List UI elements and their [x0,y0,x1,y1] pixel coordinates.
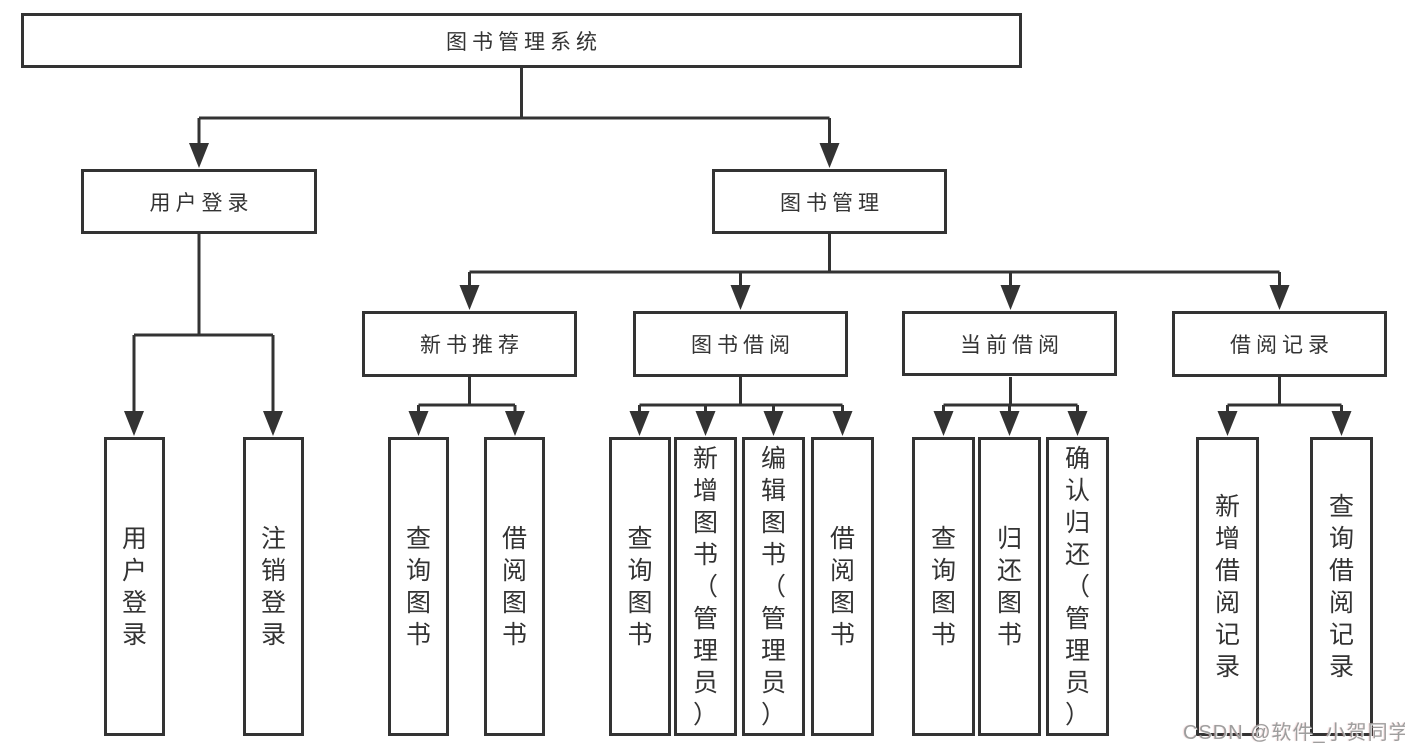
connector-borrow-records [1226,377,1343,412]
leaf-label: 新 增 图 书 （ 管 理 员 ） [692,444,718,729]
connector-book-management [468,234,1281,287]
leaf-label: 查 询 图 书 [405,524,431,649]
leaf-add-borrow-record: 新 增 借 阅 记 录 [1196,437,1259,736]
connector-new-book-arrowheads [408,411,525,436]
connector-current-borrow-arrowheads [933,411,1088,436]
connector-root [197,68,831,146]
leaf-label: 借 阅 图 书 [501,524,527,649]
leaf-return-book: 归 还 图 书 [978,437,1041,736]
node-label: 图书管理 [780,191,884,215]
leaf-label: 查 询 图 书 [627,524,653,649]
connector-current-borrow [942,377,1079,412]
leaf-edit-book-admin: 编 辑 图 书 （ 管 理 员 ） [742,437,805,736]
node-label: 新书推荐 [420,334,524,357]
node-label: 借阅记录 [1230,334,1334,357]
leaf-query-books-borrow: 查 询 图 书 [609,437,671,736]
leaf-query-borrow-record: 查 询 借 阅 记 录 [1310,437,1373,736]
leaf-label: 注 销 登 录 [260,524,286,649]
leaf-query-books-current: 查 询 图 书 [912,437,975,736]
connector-book-management-arrowheads [459,285,1290,310]
node-current-borrow: 当前借阅 [902,311,1117,376]
leaf-borrow-books: 借 阅 图 书 [811,437,874,736]
leaf-label: 查 询 借 阅 记 录 [1328,492,1354,681]
leaf-label: 借 阅 图 书 [829,524,855,649]
connector-root-arrowheads [189,143,840,168]
leaf-logout: 注 销 登 录 [243,437,304,736]
connector-user-login [132,234,275,412]
csdn-watermark: CSDN @软件_小贺同学 [1183,722,1405,744]
connector-new-book [417,377,517,412]
leaf-user-login: 用 户 登 录 [104,437,165,736]
leaf-confirm-return-admin: 确 认 归 还 （ 管 理 员 ） [1046,437,1109,736]
leaf-label: 用 户 登 录 [121,524,147,649]
node-library-management-system: 图书管理系统 [21,13,1022,68]
node-user-login: 用户登录 [81,169,317,234]
leaf-query-books-recommend: 查 询 图 书 [388,437,449,736]
node-label: 用户登录 [149,191,254,215]
leaf-label: 新 增 借 阅 记 录 [1214,492,1240,681]
node-book-management: 图书管理 [712,169,947,234]
node-label: 图书管理系统 [446,30,602,54]
connector-borrow-records-arrowheads [1217,411,1352,436]
connector-book-borrow [638,377,844,412]
node-book-borrow: 图书借阅 [633,311,848,377]
leaf-label: 编 辑 图 书 （ 管 理 员 ） [760,444,786,729]
node-label: 当前借阅 [960,333,1064,357]
leaf-borrow-books-recommend: 借 阅 图 书 [484,437,545,736]
leaf-add-book-admin: 新 增 图 书 （ 管 理 员 ） [674,437,737,736]
leaf-label: 查 询 图 书 [930,524,956,649]
connector-user-login-arrowheads [124,411,283,436]
leaf-label: 归 还 图 书 [996,524,1022,649]
leaf-label: 确 认 归 还 （ 管 理 员 ） [1064,444,1090,729]
node-label: 图书借阅 [691,334,795,357]
node-new-book-recommend: 新书推荐 [362,311,577,377]
node-borrow-records: 借阅记录 [1172,311,1387,377]
connector-book-borrow-arrowheads [629,411,853,436]
